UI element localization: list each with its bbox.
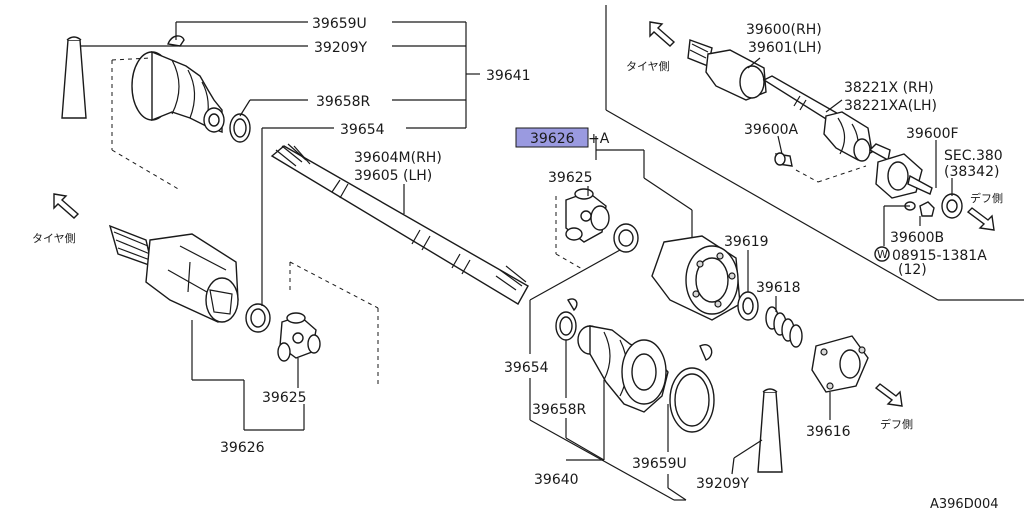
label-38221XA[interactable]: 38221XA(LH) [844,98,937,114]
flange-39616-part[interactable] [811,335,869,393]
label-w-symbol: W [877,248,888,261]
label-39600F[interactable]: 39600F [906,126,959,142]
inset-bolt-part[interactable] [774,152,793,167]
label-39209Y-bottom[interactable]: 39209Y [696,476,750,492]
arrow-diff-side-inset-icon [966,207,995,231]
boot-bottom-part[interactable] [577,325,669,413]
outer-joint-left-part[interactable] [108,224,239,323]
label-qty-12: (12) [898,262,927,278]
band-ring-bottom-part[interactable] [555,298,578,341]
label-39601LH[interactable]: 39601(LH) [748,40,822,56]
spider-center-part[interactable] [565,188,610,243]
label-39625-left[interactable]: 39625 [262,390,307,406]
band-ring-top-part[interactable] [229,113,251,143]
label-39616[interactable]: 39616 [806,424,851,440]
label-39641[interactable]: 39641 [486,68,531,84]
snap-ring-center-part[interactable] [613,223,639,253]
label-39626-highlighted[interactable]: 39626 [530,131,575,147]
boot-band-bottom-part[interactable] [669,344,715,433]
label-39658R-bottom[interactable]: 39658R [532,402,587,418]
guide-dashes-top [111,57,181,191]
label-39654-top[interactable]: 39654 [340,122,385,138]
label-tire-side-left: タイヤ側 [32,232,76,245]
label-38221X[interactable]: 38221X (RH) [844,80,934,96]
leader-lines [80,21,953,501]
spider-left-part[interactable] [277,312,321,362]
ring-39619-part[interactable] [737,291,759,321]
label-39600RH[interactable]: 39600(RH) [746,22,822,38]
washer-symbol-icon [874,246,890,262]
boot-top-part[interactable] [131,50,225,134]
label-39625-top[interactable]: 39625 [548,170,593,186]
label-39605[interactable]: 39605 (LH) [354,168,432,184]
label-39626-left[interactable]: 39626 [220,440,265,456]
label-39640[interactable]: 39640 [534,472,579,488]
label-39654-bottom[interactable]: 39654 [504,360,549,376]
guide-dashes-left [289,261,379,384]
label-39658R-top[interactable]: 39658R [316,94,371,110]
boot-band-top-part[interactable] [167,35,185,47]
inset-shaft-assembly-part[interactable] [687,39,891,162]
inset-flange-part[interactable] [875,153,933,199]
guide-dashes-center [555,196,585,271]
inset-seal-part[interactable] [941,193,963,219]
label-sec38342: (38342) [944,164,999,180]
label-diff-side-bottom: デフ側 [880,417,913,431]
highlight-39626-box [515,127,589,148]
grease-tube-bottom-part[interactable] [757,388,783,473]
label-tire-side-inset: タイヤ側 [626,60,670,73]
diagram-code: A396D004 [930,497,999,510]
label-plus-a: +A [588,131,610,147]
grease-tube-top-part[interactable] [61,36,87,119]
label-diff-side-inset: デフ側 [970,191,1003,205]
snap-ring-left-part[interactable] [245,303,271,333]
arrow-tire-side-left-icon [53,193,80,219]
label-39604M[interactable]: 39604M(RH) [354,150,442,166]
spring-39618-part[interactable] [765,306,803,348]
label-08915-1381A[interactable]: 08915-1381A [892,248,987,264]
label-39659U-bottom[interactable]: 39659U [632,456,687,472]
drive-shaft-part[interactable] [270,143,529,305]
arrow-diff-side-bottom-icon [874,383,903,407]
inset-nut-part[interactable] [904,201,935,217]
inset-frame [605,5,1024,301]
label-39600A[interactable]: 39600A [744,122,799,138]
arrow-tire-side-inset-icon [649,21,676,47]
label-39659U-top[interactable]: 39659U [312,16,367,32]
label-39619[interactable]: 39619 [724,234,769,250]
label-39600B[interactable]: 39600B [890,230,944,246]
label-sec380[interactable]: SEC.380 [944,148,1003,164]
label-39209Y-top[interactable]: 39209Y [314,40,368,56]
joint-housing-part[interactable] [651,235,741,321]
label-39618[interactable]: 39618 [756,280,801,296]
